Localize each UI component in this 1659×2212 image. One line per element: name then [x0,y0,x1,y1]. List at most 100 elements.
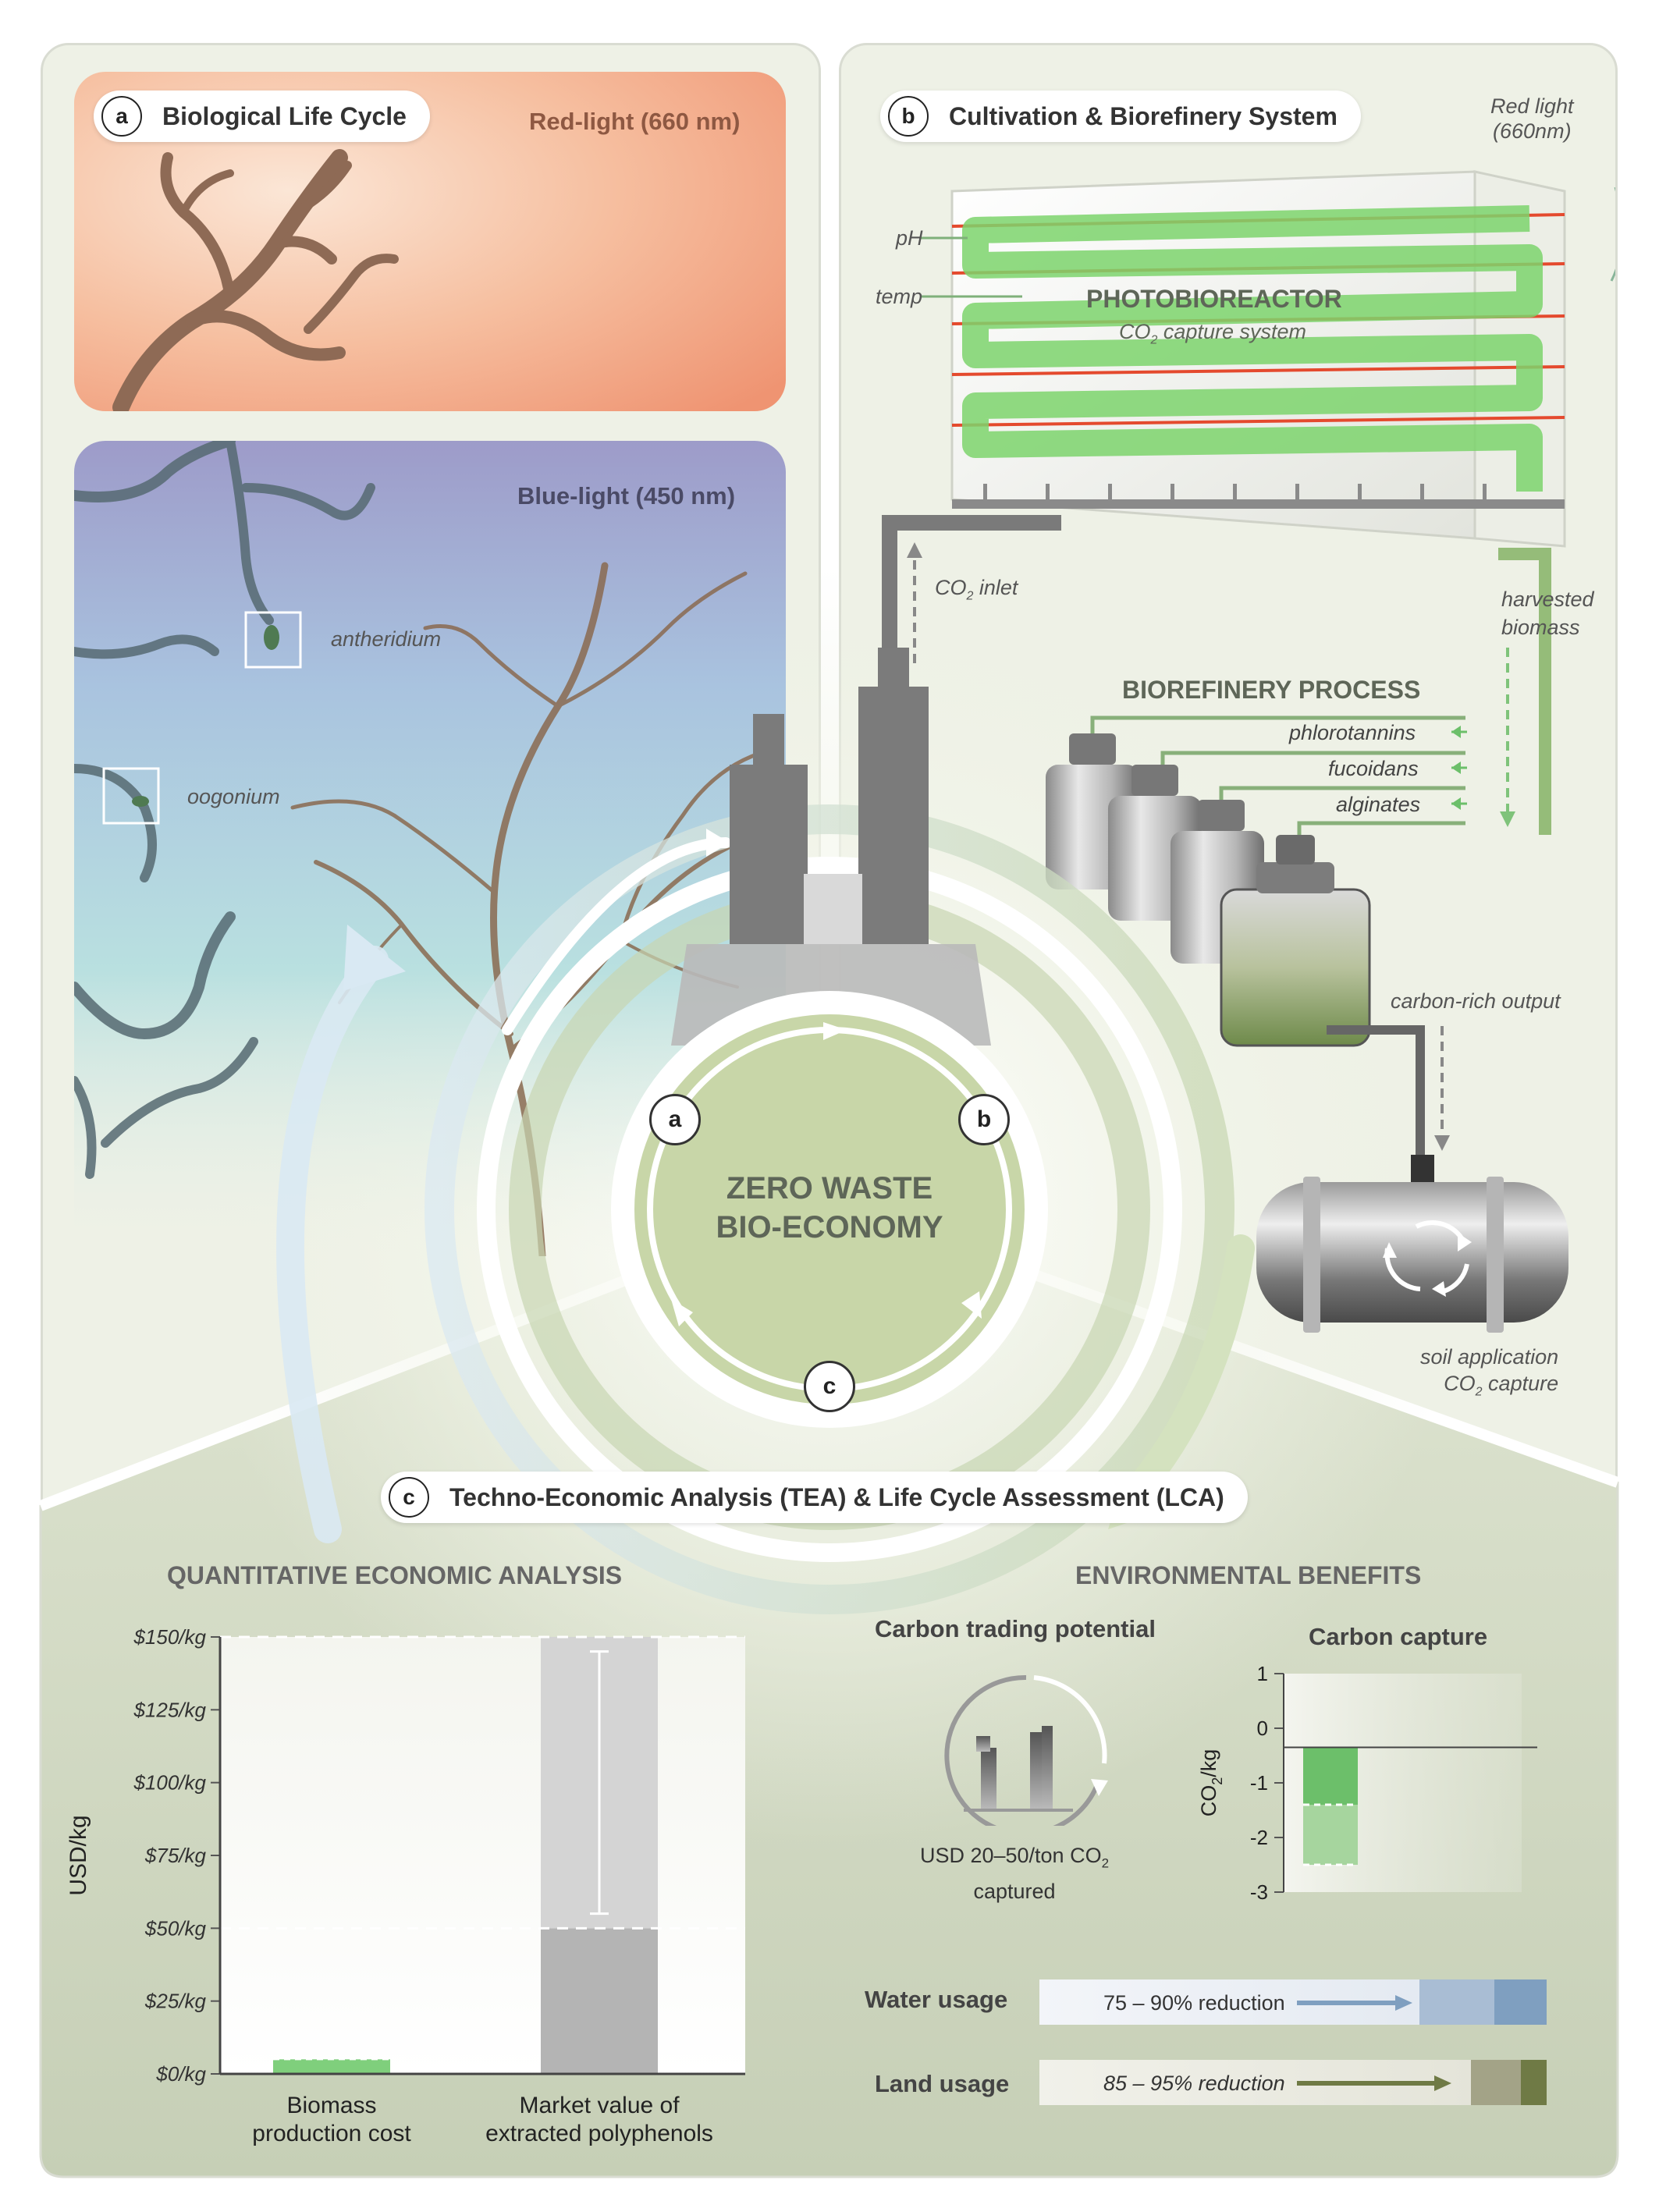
photobioreactor-subtitle: CO2 capture system [1119,320,1306,347]
land-bar-end [1521,2060,1547,2105]
y-axis-label-co: CO [1197,1785,1220,1817]
co2-inlet-sub: 2 [966,589,974,603]
center-title: ZERO WASTE BIO-ECONOMY [673,1169,986,1247]
center-line2: BIO-ECONOMY [716,1210,943,1244]
y-tick-label: $125/kg [133,1698,206,1721]
econ-title: QUANTITATIVE ECONOMIC ANALYSIS [167,1561,623,1589]
carbon-capture-chart: 1 0 -1 -2 -3 CO2/kg [1197,1662,1537,1904]
water-usage-label: Water usage [865,1986,1008,2013]
product-phlorotannins: phlorotannins [1289,721,1416,744]
panel-b-letter: b [888,96,929,137]
x-category-label: Biomass [286,2093,376,2118]
panel-a-letter: a [101,96,142,137]
carbon-trading-line2: captured [973,1880,1056,1904]
y-tick-label: $100/kg [133,1771,206,1795]
cycle-node-a[interactable]: a [649,1094,701,1145]
carbon-capture-title: Carbon capture [1309,1623,1488,1650]
photobioreactor-illustration [882,170,1615,835]
soil-line2-post: capture [1482,1372,1559,1395]
svg-text:CO2/kg: CO2/kg [1197,1749,1225,1817]
photobioreactor-title: PHOTOBIOREACTOR [1086,285,1342,313]
cycle-node-c[interactable]: c [804,1361,855,1412]
water-usage-value: 75 – 90% reduction [1103,1991,1285,2015]
y-tick-label: $150/kg [133,1625,206,1649]
harvested-line2: biomass [1501,616,1580,639]
water-usage-bar: 75 – 90% reduction [1039,1979,1547,2025]
red-seaweed-illustration [112,149,399,411]
economic-bar-chart: $0/kg $25/kg $50/kg $75/kg $100/kg $125/kg $15… [66,1625,745,2146]
panel-b-header: b Cultivation & Biorefinery System [880,91,1361,142]
serpentine-tube [962,205,1543,492]
carbon-trading-icon [944,1674,1108,1826]
land-arrow [1297,2075,1451,2091]
soil-line2-sub: 2 [1475,1385,1483,1399]
y-tick-label: $0/kg [155,2062,206,2086]
panel-c-title: Techno-Economic Analysis (TEA) & Life Cy… [449,1482,1224,1511]
red-light-panel [74,72,786,411]
y-tick-label: $50/kg [144,1916,207,1940]
panel-b-title: Cultivation & Biorefinery System [949,101,1338,130]
red-light-label: Red-light (660 nm) [529,108,741,135]
ph-label: pH [896,226,923,250]
water-arrow [1297,1995,1412,2011]
co2-inlet-post: inlet [973,576,1018,599]
biorefinery-tanks-illustration [1046,715,1568,1333]
carbon-trading-title: Carbon trading potential [875,1615,1156,1642]
y-tick-label: 1 [1257,1662,1268,1685]
soil-application-label: soil application CO2 capture [1420,1344,1558,1405]
plot-area [220,1637,745,2074]
pbr-sub-pre: CO [1119,320,1151,343]
harvested-line1: harvested [1501,588,1594,611]
harvested-biomass-label: harvested biomass [1501,585,1594,641]
antheridium-label: antheridium [331,627,442,651]
water-bar-mid [1419,1979,1494,2025]
y-tick-label: -2 [1250,1826,1268,1849]
water-bar-end [1494,1979,1547,2025]
land-usage-bar: 85 – 95% reduction [1039,2060,1547,2105]
panel-a-title: Biological Life Cycle [162,101,407,130]
blue-light-panel [74,441,786,1256]
blue-light-label: Blue-light (450 nm) [517,482,736,510]
co2-inlet-pre: CO [935,576,967,599]
y-tick-label: -3 [1250,1880,1268,1904]
env-title: ENVIRONMENTAL BENEFITS [1075,1561,1422,1589]
land-usage-label: Land usage [875,2070,1010,2097]
red-light-line2: (660nm) [1493,119,1572,143]
carbon-rich-output-label: carbon-rich output [1391,989,1561,1013]
bar-polyphenol-base [541,1928,658,2074]
y-axis-label: USD/kg [66,1815,91,1895]
panel-a-header: a Biological Life Cycle [94,91,430,142]
red-light-line1: Red light [1490,94,1574,118]
oogonium-label: oogonium [187,785,280,808]
product-alginates: alginates [1336,793,1421,816]
y-tick-label: $75/kg [144,1844,207,1867]
antheridium-box [244,611,302,669]
y-axis-label-unit: /kg [1197,1749,1220,1777]
panel-c-letter: c [389,1477,429,1518]
panel-c-header: c Techno-Economic Analysis (TEA) & Life … [381,1472,1248,1523]
cycle-node-b[interactable]: b [958,1094,1010,1145]
product-arrows [1451,726,1467,810]
x-category-label: Market value of [519,2093,680,2118]
y-tick-label: 0 [1257,1717,1268,1740]
pbr-sub-sub: 2 [1150,333,1158,347]
land-bar-mid [1471,2060,1521,2105]
ct-line1-sub: 2 [1101,1855,1110,1871]
center-line1: ZERO WASTE [726,1171,933,1205]
bar-biomass-cost [273,2059,390,2074]
y-axis-label: CO2/kg [1197,1749,1225,1817]
soil-line2-pre: CO [1444,1372,1476,1395]
soil-line2: CO2 capture [1420,1370,1558,1405]
carbon-trading-line1: USD 20–50/ton CO2 [854,1841,1174,1877]
oogonium-box [102,767,160,825]
x-category-label: extracted polyphenols [485,2121,713,2146]
y-axis-label-sub: 2 [1210,1777,1225,1785]
red-light-label-b: Red light (660nm) [1490,94,1574,144]
x-category-label: production cost [252,2121,411,2146]
soil-line1: soil application [1420,1345,1559,1369]
y-tick-label: -1 [1250,1771,1268,1795]
product-fucoidans: fucoidans [1328,757,1419,780]
carbon-trading-value: USD 20–50/ton CO2 captured [854,1841,1174,1905]
carbon-capture-bar-upper [1303,1747,1358,1805]
y-tick-label: $25/kg [144,1990,207,2013]
